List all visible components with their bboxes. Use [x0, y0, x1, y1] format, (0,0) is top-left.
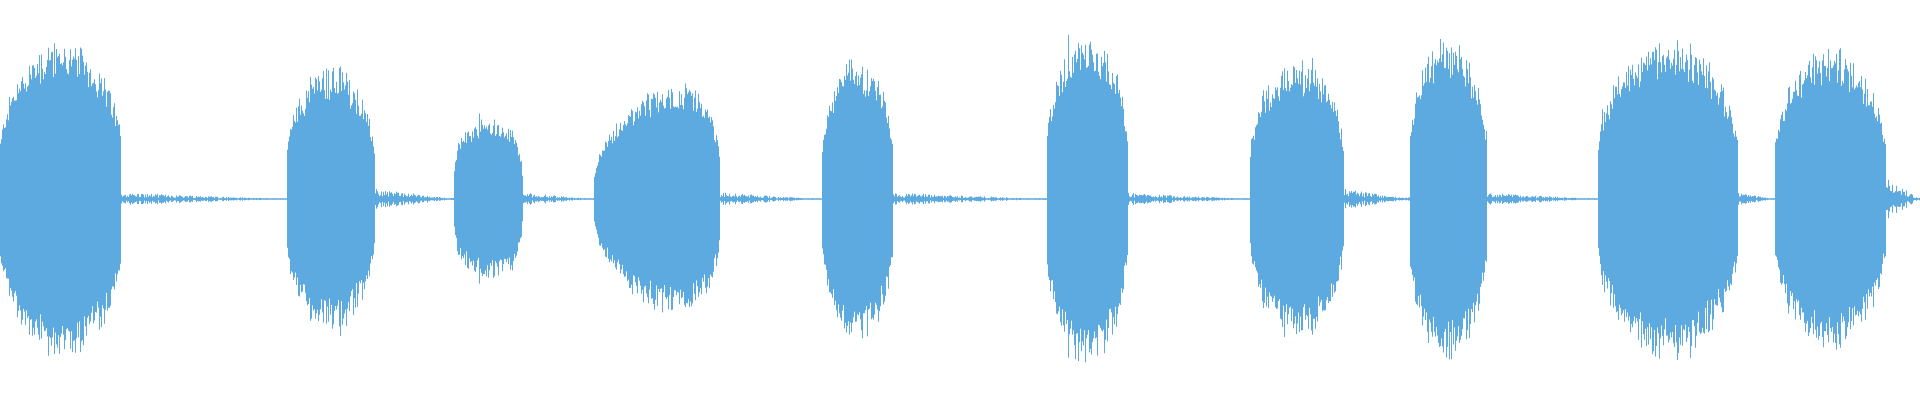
waveform-path	[0, 34, 1920, 363]
